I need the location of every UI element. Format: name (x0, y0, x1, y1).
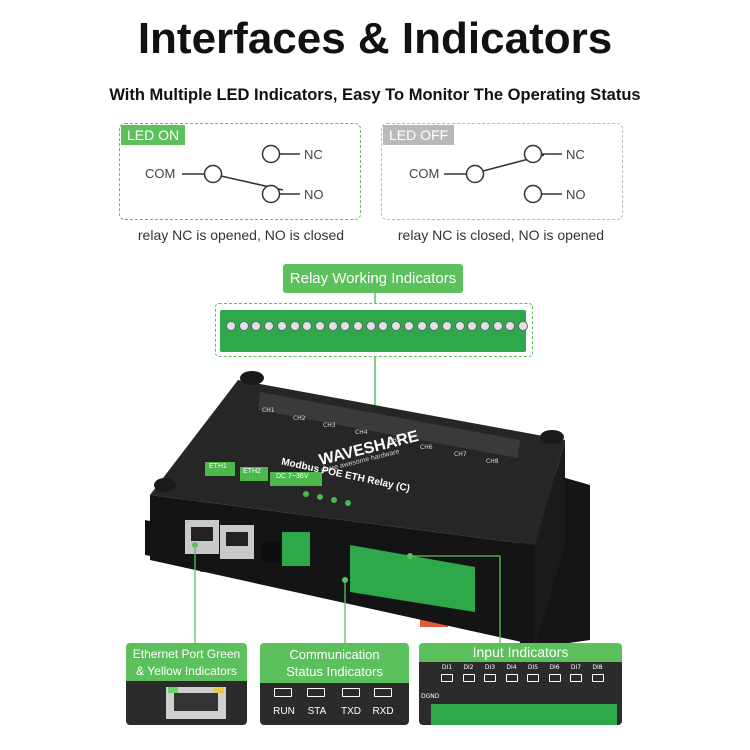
terminal-screw (226, 321, 236, 331)
channel-label: CH1 (262, 407, 275, 414)
led-on-panel: LED ON COM NC NO (119, 123, 361, 220)
input-card-title: Input Indicators (419, 643, 622, 662)
rxd-led-icon (374, 688, 392, 697)
yellow-led-icon (214, 687, 224, 693)
nc-label: NC (566, 147, 585, 162)
input-led-label: DI4 (506, 664, 517, 671)
terminal-screw (365, 321, 376, 331)
ethernet-port-image (126, 681, 247, 725)
input-led-label: DI8 (592, 664, 603, 671)
run-label: RUN (273, 706, 295, 717)
channel-label: CH6 (420, 444, 433, 451)
input-led-icon (441, 674, 453, 682)
green-led-icon (168, 687, 178, 693)
terminal-screw (378, 321, 389, 331)
terminal-screw (505, 321, 516, 331)
eth2-label: ETH2 (243, 468, 261, 475)
com-label: COM (145, 166, 176, 181)
relay-closed-no-icon (182, 144, 300, 204)
terminal-screw (238, 321, 249, 331)
nc-label: NC (304, 147, 323, 162)
terminal-screw (492, 321, 503, 331)
input-led-icon (570, 674, 582, 682)
terminal-screw (454, 321, 465, 331)
relay-indicators-label: Relay Working Indicators (283, 264, 463, 293)
channel-label: CH8 (486, 458, 499, 465)
input-led-icon (484, 674, 496, 682)
terminal-screw (441, 321, 452, 331)
input-led-icon (505, 674, 518, 682)
input-led-label: DI7 (570, 664, 582, 671)
eth1-label: ETH1 (209, 463, 227, 470)
led-off-panel: LED OFF COM NC NO (381, 123, 623, 220)
txd-label: TXD (341, 706, 361, 717)
input-led-label: DI5 (527, 664, 539, 671)
status-leds: RUN STA TXD RXD (260, 683, 409, 725)
page-title: Interfaces & Indicators (137, 14, 613, 63)
terminal-screw (429, 321, 440, 331)
run-led-icon (274, 688, 292, 697)
terminal-screw (251, 321, 262, 331)
relay-closed-nc-icon (444, 144, 562, 204)
terminal-screw (480, 321, 490, 331)
eth-card-line1: Ethernet Port Green (132, 647, 241, 661)
rxd-label: RXD (372, 706, 394, 717)
terminal-screw (302, 321, 313, 331)
terminal-screw (518, 321, 529, 331)
power-label: DC 7~36V (276, 473, 309, 480)
terminal-block (220, 310, 526, 352)
led-on-tag: LED ON (121, 125, 186, 145)
terminal-screw (416, 321, 427, 331)
terminal-screw (289, 321, 300, 331)
led-on-caption: relay NC is opened, NO is closed (137, 227, 345, 243)
led-off-tag: LED OFF (383, 125, 455, 145)
input-led-label: DI6 (549, 664, 560, 671)
channel-label: CH3 (323, 422, 336, 429)
channel-label: CH7 (454, 451, 467, 458)
no-label: NO (304, 187, 324, 202)
input-led-icon (462, 674, 475, 682)
page-subtitle: With Multiple LED Indicators, Easy To Mo… (109, 86, 641, 104)
relay-terminal-zoom (215, 303, 533, 357)
txd-led-icon (342, 688, 360, 697)
terminal-screw (353, 321, 363, 331)
input-led-icon (591, 674, 604, 682)
channel-label: CH5 (388, 437, 401, 444)
terminal-screw (391, 321, 402, 331)
terminal-screw (403, 321, 414, 331)
com-card-line1: Communication (289, 647, 380, 662)
com-label: COM (409, 166, 440, 181)
input-led-label: DI3 (484, 664, 496, 671)
input-led-label: DI2 (463, 664, 474, 671)
led-off-caption: relay NC is closed, NO is opened (397, 227, 605, 243)
input-led-icon (527, 674, 539, 682)
sta-led-icon (307, 688, 325, 697)
ethernet-indicators-card: Ethernet Port Green & Yellow Indicators (126, 643, 247, 725)
terminal-screw (467, 321, 478, 331)
input-leds: DI1 DI2 DI3 DI4 DI5 DI6 DI7 DI8 DGND (419, 662, 622, 725)
terminal-screw (327, 321, 338, 331)
terminal-screw (264, 321, 275, 331)
dgnd-label: DGND (421, 693, 440, 700)
input-terminal-block (431, 704, 617, 725)
no-label: NO (566, 187, 586, 202)
terminal-screw (276, 321, 287, 331)
channel-label: CH2 (293, 415, 306, 422)
input-led-label: DI1 (441, 664, 453, 671)
sta-label: STA (307, 706, 327, 717)
channel-label: CH4 (355, 429, 368, 436)
eth-card-line2: & Yellow Indicators (136, 664, 237, 678)
input-led-icon (548, 674, 561, 682)
terminal-screw (340, 321, 351, 331)
com-card-line2: Status Indicators (286, 664, 383, 679)
communication-indicators-card: Communication Status Indicators RUN STA … (260, 643, 409, 725)
terminal-screw (314, 321, 325, 331)
